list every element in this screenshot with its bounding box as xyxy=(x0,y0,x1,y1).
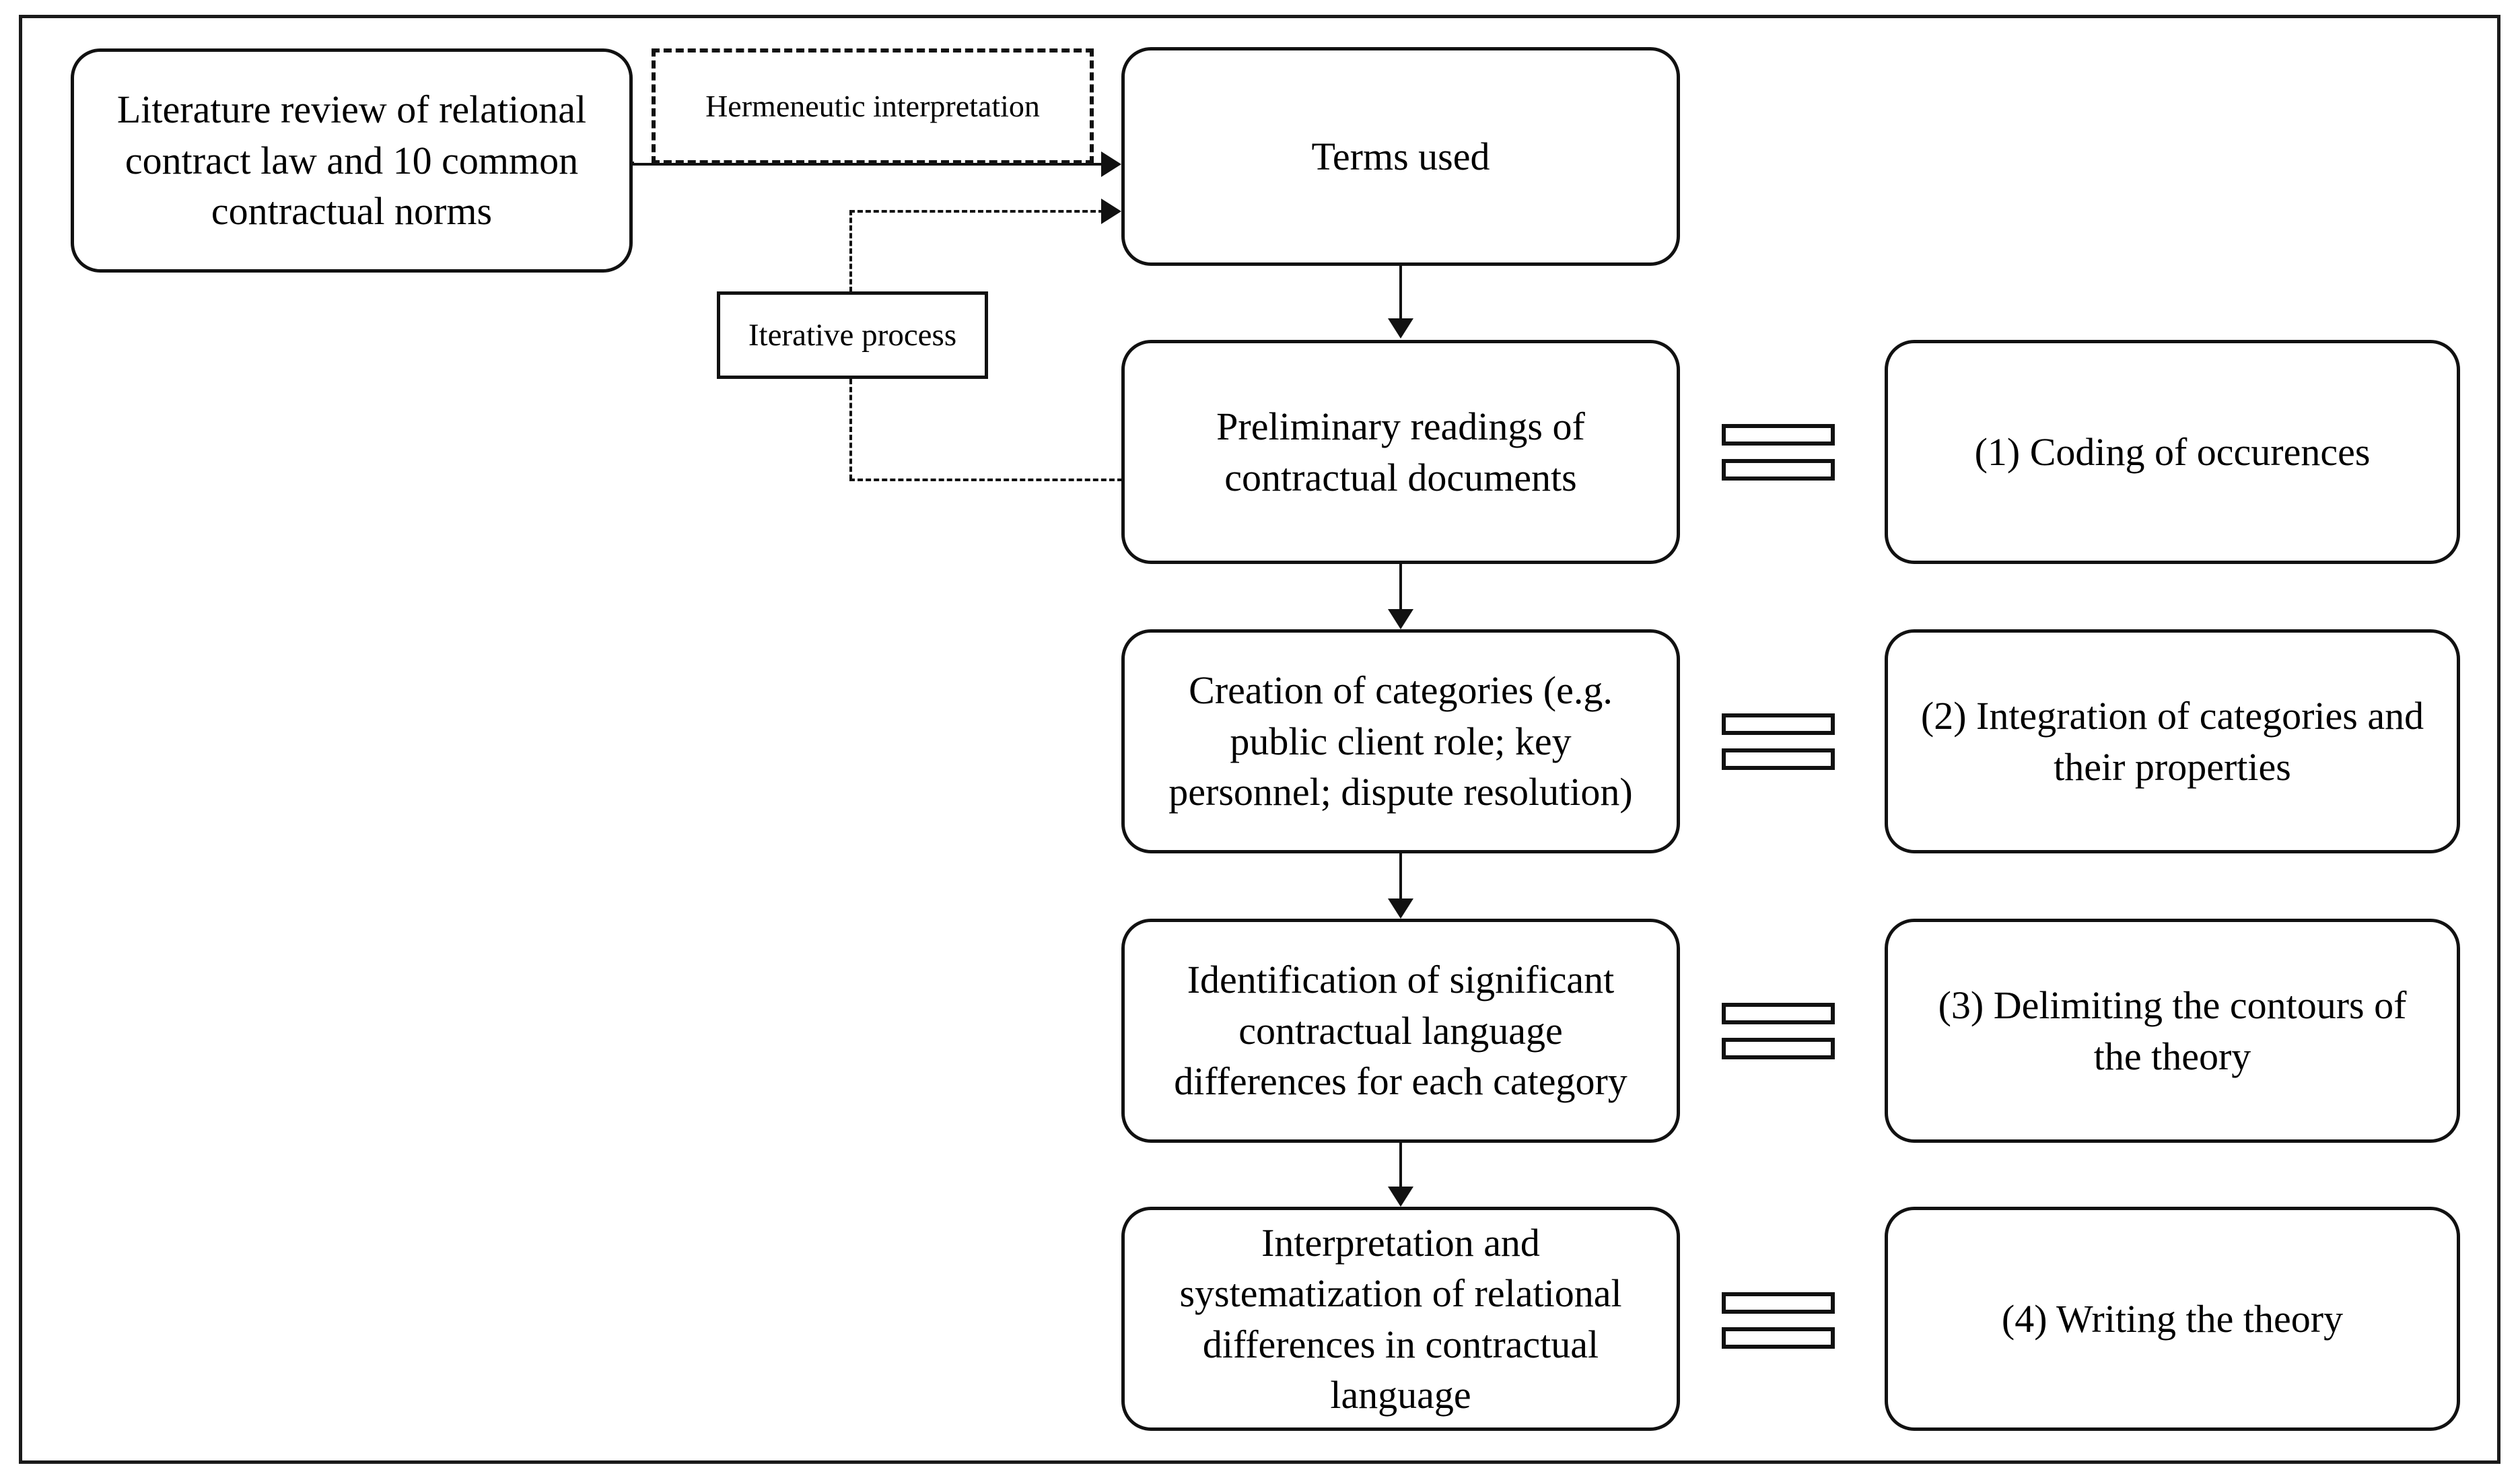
equals-bar-bottom xyxy=(1722,459,1835,481)
equals-connector-2 xyxy=(1722,713,1835,770)
equals-bar-top xyxy=(1722,424,1835,446)
node-preliminary-readings-label: Preliminary readings of contractual docu… xyxy=(1216,404,1585,499)
edge-preliminary-to-categories-arrowhead xyxy=(1388,609,1413,629)
loop-arrowhead-terms-used xyxy=(1101,199,1121,224)
equals-bar-bottom xyxy=(1722,1327,1835,1349)
node-identification-of-differences[interactable]: Identification of significant contractua… xyxy=(1121,919,1680,1143)
equals-bar-bottom xyxy=(1722,748,1835,770)
equals-connector-1 xyxy=(1722,424,1835,481)
node-terms-used[interactable]: Terms used xyxy=(1121,47,1680,266)
node-stage-coding-label: (1) Coding of occurences xyxy=(1974,429,2371,474)
loop-top-horizontal xyxy=(849,210,1104,213)
edge-preliminary-to-categories xyxy=(1399,564,1402,611)
node-stage-writing-label: (4) Writing the theory xyxy=(2001,1296,2344,1341)
note-hermeneutic-interpretation-label: Hermeneutic interpretation xyxy=(705,89,1040,124)
edge-terms-to-preliminary xyxy=(1399,266,1402,320)
loop-bottom-horizontal xyxy=(849,479,1123,481)
edge-identification-to-interpretation xyxy=(1399,1143,1402,1189)
node-creation-of-categories-label: Creation of categories (e.g. public clie… xyxy=(1168,668,1633,814)
edge-identification-to-interpretation-arrowhead xyxy=(1388,1187,1413,1207)
loop-lower-vertical xyxy=(849,379,852,480)
node-stage-delimiting-label: (3) Delimiting the contours of the theor… xyxy=(1938,983,2407,1078)
equals-bar-top xyxy=(1722,1292,1835,1314)
edge-literature-to-terms-arrowhead xyxy=(1101,151,1121,177)
equals-bar-top xyxy=(1722,713,1835,735)
edge-categories-to-identification xyxy=(1399,853,1402,901)
note-iterative-process: Iterative process xyxy=(717,291,988,379)
node-creation-of-categories[interactable]: Creation of categories (e.g. public clie… xyxy=(1121,629,1680,853)
node-stage-integration[interactable]: (2) Integration of categories and their … xyxy=(1885,629,2460,853)
node-interpretation-systematization[interactable]: Interpretation and systematization of re… xyxy=(1121,1207,1680,1431)
note-iterative-process-label: Iterative process xyxy=(748,317,957,353)
node-stage-delimiting[interactable]: (3) Delimiting the contours of the theor… xyxy=(1885,919,2460,1143)
node-terms-used-label: Terms used xyxy=(1311,134,1490,178)
node-literature-review-label: Literature review of relational contract… xyxy=(116,87,587,234)
equals-connector-3 xyxy=(1722,1003,1835,1059)
node-preliminary-readings[interactable]: Preliminary readings of contractual docu… xyxy=(1121,340,1680,564)
equals-connector-4 xyxy=(1722,1292,1835,1349)
loop-upper-vertical xyxy=(849,210,852,292)
node-literature-review[interactable]: Literature review of relational contract… xyxy=(71,48,633,273)
equals-bar-bottom xyxy=(1722,1038,1835,1059)
node-identification-of-differences-label: Identification of significant contractua… xyxy=(1174,958,1628,1104)
node-stage-writing[interactable]: (4) Writing the theory xyxy=(1885,1207,2460,1431)
node-interpretation-systematization-label: Interpretation and systematization of re… xyxy=(1179,1220,1622,1417)
edge-terms-to-preliminary-arrowhead xyxy=(1388,318,1413,339)
edge-literature-to-terms-horizontal xyxy=(631,163,1102,166)
edge-categories-to-identification-arrowhead xyxy=(1388,898,1413,919)
note-hermeneutic-interpretation: Hermeneutic interpretation xyxy=(652,48,1094,164)
node-stage-integration-label: (2) Integration of categories and their … xyxy=(1920,694,2424,789)
node-stage-coding[interactable]: (1) Coding of occurences xyxy=(1885,340,2460,564)
equals-bar-top xyxy=(1722,1003,1835,1024)
